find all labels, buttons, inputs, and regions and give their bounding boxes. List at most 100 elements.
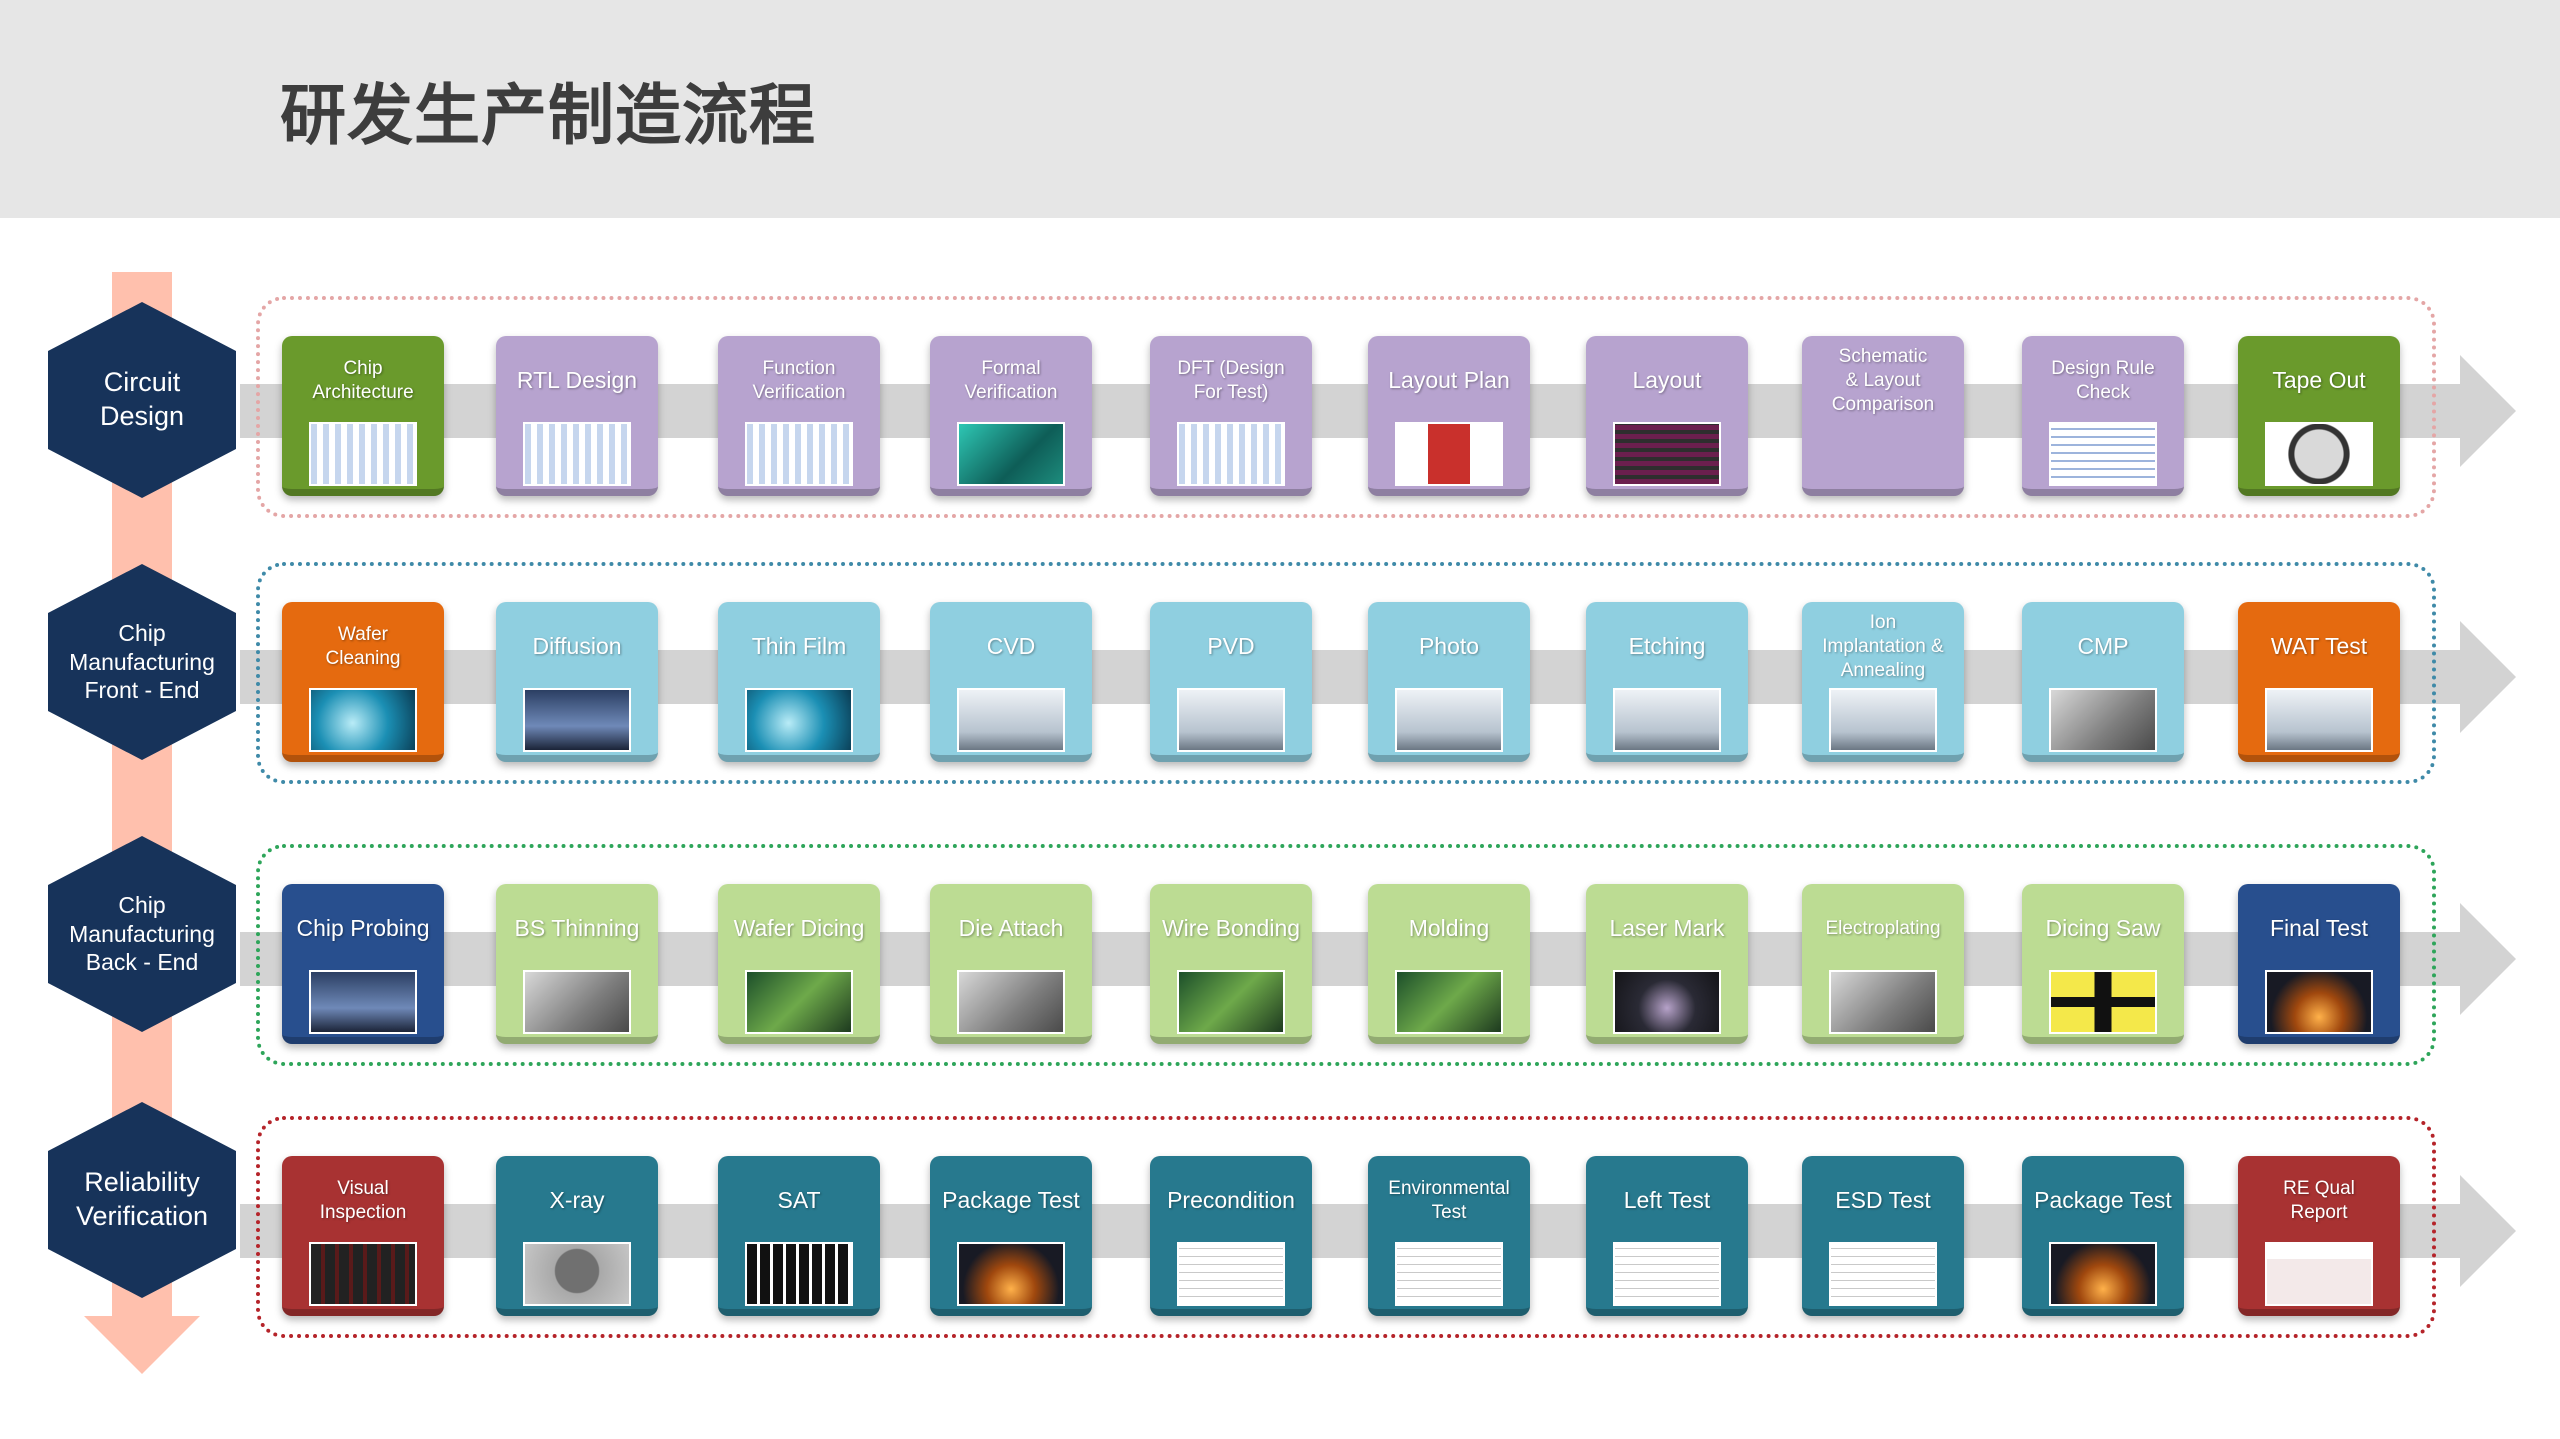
step-thumbnail (523, 422, 631, 486)
step-label: SAT (777, 1187, 821, 1214)
step-label: WAT Test (2270, 633, 2368, 660)
step-label: RE Qual Report (2283, 1178, 2355, 1223)
step-label: CMP (2077, 633, 2129, 660)
step-thumbnail (309, 970, 417, 1034)
step-thumbnail (2265, 970, 2373, 1034)
step-label: Chip Probing (296, 915, 430, 942)
step-label: Wire Bonding (1161, 915, 1301, 942)
step-thumbnail (1829, 1242, 1937, 1306)
step-thumbnail (309, 688, 417, 752)
step-thumbnail (745, 422, 853, 486)
process-step-tile: Package Test (2022, 1156, 2184, 1316)
process-step-tile: Precondition (1150, 1156, 1312, 1316)
step-label: Left Test (1623, 1187, 1711, 1214)
step-label: DFT (Design For Test) (1177, 358, 1285, 403)
process-step-tile: Wafer Dicing (718, 884, 880, 1044)
step-label: Layout Plan (1388, 367, 1510, 394)
step-label: Etching (1628, 633, 1706, 660)
process-step-tile: BS Thinning (496, 884, 658, 1044)
step-thumbnail (1829, 970, 1937, 1034)
process-step-tile: Left Test (1586, 1156, 1748, 1316)
process-step-tile: Layout (1586, 336, 1748, 496)
process-step-tile: Laser Mark (1586, 884, 1748, 1044)
stage-hexagon: Chip Manufacturing Front - End (48, 564, 236, 760)
header-bar: 研发生产制造流程 (0, 0, 2560, 218)
step-thumbnail (745, 1242, 853, 1306)
step-thumbnail (523, 1242, 631, 1306)
step-thumbnail (1395, 422, 1503, 486)
step-label: Dicing Saw (2045, 915, 2161, 942)
step-label: Die Attach (958, 915, 1064, 942)
process-step-tile: Function Verification (718, 336, 880, 496)
vertical-arrow-head (84, 1316, 200, 1374)
step-thumbnail (2265, 1242, 2373, 1306)
process-step-tile: Tape Out (2238, 336, 2400, 496)
step-thumbnail (1395, 688, 1503, 752)
step-label: Tape Out (2272, 367, 2366, 394)
step-thumbnail (1395, 970, 1503, 1034)
step-thumbnail (1613, 1242, 1721, 1306)
process-step-tile: SAT (718, 1156, 880, 1316)
process-step-tile: Package Test (930, 1156, 1092, 1316)
step-label: Function Verification (752, 358, 846, 403)
step-thumbnail (745, 970, 853, 1034)
step-label: Electroplating (1825, 918, 1941, 940)
stage-hexagon: Chip Manufacturing Back - End (48, 836, 236, 1032)
step-thumbnail (2049, 422, 2157, 486)
step-thumbnail (957, 688, 1065, 752)
step-label: ESD Test (1835, 1187, 1931, 1214)
row-frame (256, 562, 2436, 784)
process-step-tile: Visual Inspection (282, 1156, 444, 1316)
process-step-tile: ESD Test (1802, 1156, 1964, 1316)
process-step-tile: RTL Design (496, 336, 658, 496)
step-thumbnail (957, 1242, 1065, 1306)
step-label: Wafer Dicing (733, 915, 865, 942)
process-step-tile: Diffusion (496, 602, 658, 762)
step-thumbnail (2265, 422, 2373, 486)
step-label: Design Rule Check (2051, 358, 2155, 403)
row-frame (256, 1116, 2436, 1338)
process-step-tile: Wire Bonding (1150, 884, 1312, 1044)
step-label: PVD (1207, 633, 1255, 660)
step-thumbnail (309, 1242, 417, 1306)
step-thumbnail (1613, 970, 1721, 1034)
step-label: Diffusion (532, 633, 622, 660)
page-title: 研发生产制造流程 (280, 77, 816, 154)
step-label: Final Test (2269, 915, 2368, 942)
step-thumbnail (957, 970, 1065, 1034)
row-frame (256, 296, 2436, 518)
process-step-tile: Molding (1368, 884, 1530, 1044)
step-label: Schematic & Layout Comparison (1831, 346, 1935, 415)
process-step-tile: Environmental Test (1368, 1156, 1530, 1316)
process-step-tile: Dicing Saw (2022, 884, 2184, 1044)
process-step-tile: RE Qual Report (2238, 1156, 2400, 1316)
process-step-tile: Electroplating (1802, 884, 1964, 1044)
row-track-arrowhead (2460, 355, 2516, 467)
step-thumbnail (1177, 422, 1285, 486)
step-thumbnail (1177, 970, 1285, 1034)
step-thumbnail (745, 688, 853, 752)
step-thumbnail (2265, 688, 2373, 752)
step-label: RTL Design (516, 367, 638, 394)
step-label: X-ray (549, 1187, 605, 1214)
process-step-tile: Etching (1586, 602, 1748, 762)
row-track-arrowhead (2460, 903, 2516, 1015)
step-label: BS Thinning (514, 915, 640, 942)
step-label: Laser Mark (1609, 915, 1725, 942)
process-step-tile: Design Rule Check (2022, 336, 2184, 496)
step-label: CVD (986, 633, 1036, 660)
process-step-tile: X-ray (496, 1156, 658, 1316)
process-step-tile: Chip Probing (282, 884, 444, 1044)
process-step-tile: Formal Verification (930, 336, 1092, 496)
process-step-tile: Ion Implantation & Annealing (1802, 602, 1964, 762)
step-thumbnail (309, 422, 417, 486)
process-step-tile: Die Attach (930, 884, 1092, 1044)
row-track-arrowhead (2460, 621, 2516, 733)
process-step-tile: Schematic & Layout Comparison (1802, 336, 1964, 496)
row-frame (256, 844, 2436, 1066)
row-track-arrowhead (2460, 1175, 2516, 1287)
step-thumbnail (523, 970, 631, 1034)
process-step-tile: WAT Test (2238, 602, 2400, 762)
process-step-tile: Final Test (2238, 884, 2400, 1044)
step-thumbnail (1395, 1242, 1503, 1306)
